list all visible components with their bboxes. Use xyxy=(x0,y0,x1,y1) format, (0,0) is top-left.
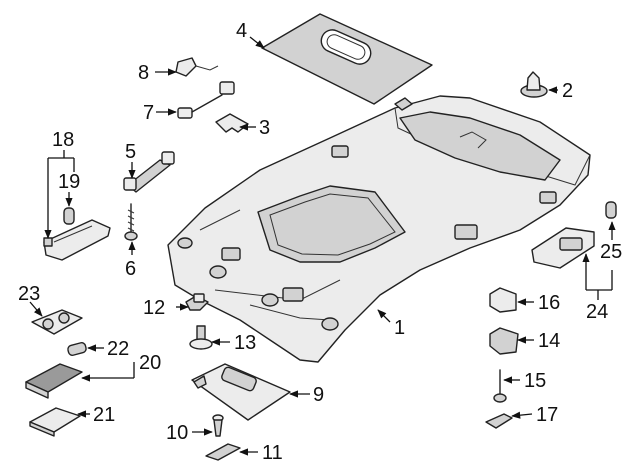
bulb-19 xyxy=(63,207,75,225)
bulb-25 xyxy=(605,201,617,219)
callout-23: 23 xyxy=(18,283,40,305)
lamp-lens-23 xyxy=(31,309,83,335)
callout-14: 14 xyxy=(538,330,560,352)
leader-lines xyxy=(29,36,616,456)
callout-9: 9 xyxy=(313,384,324,406)
callout-1: 1 xyxy=(394,317,405,339)
bracket-16 xyxy=(489,287,517,313)
headliner-panel xyxy=(167,95,591,363)
clip-2 xyxy=(520,71,548,98)
lamp-assembly-24 xyxy=(531,227,595,269)
bracket-3 xyxy=(215,113,249,133)
callout-15: 15 xyxy=(524,370,546,392)
callout-22: 22 xyxy=(107,338,129,360)
callout-13: 13 xyxy=(234,332,256,354)
wire-clip-8 xyxy=(175,57,219,77)
callout-3: 3 xyxy=(259,117,270,139)
callout-7: 7 xyxy=(143,102,154,124)
bulb-22 xyxy=(67,342,87,356)
map-lamp-18 xyxy=(43,219,111,261)
screw-10 xyxy=(212,414,224,437)
callout-16: 16 xyxy=(538,292,560,314)
screw-6 xyxy=(124,203,138,241)
callout-10: 10 xyxy=(166,422,188,444)
cap-17 xyxy=(485,413,513,429)
callout-11: 11 xyxy=(262,442,283,464)
callout-25: 25 xyxy=(600,241,622,263)
callout-12: 12 xyxy=(143,297,165,319)
sun-visor-9 xyxy=(191,363,291,421)
headliner-pad xyxy=(261,13,433,105)
callout-20: 20 xyxy=(139,352,161,374)
callout-24: 24 xyxy=(586,301,608,323)
callout-2: 2 xyxy=(562,80,573,102)
push-pin-13 xyxy=(189,325,213,350)
cover-11 xyxy=(205,443,241,461)
callout-4: 4 xyxy=(236,20,247,42)
callout-18: 18 xyxy=(52,129,74,151)
callout-6: 6 xyxy=(125,258,136,280)
callout-5: 5 xyxy=(125,141,136,163)
bracket-14 xyxy=(489,327,519,355)
dome-lamp-20 xyxy=(25,363,83,399)
callout-17: 17 xyxy=(536,404,558,426)
wire-harness-7 xyxy=(177,81,235,119)
callout-21: 21 xyxy=(93,404,115,426)
callout-8: 8 xyxy=(138,62,149,84)
clip-12 xyxy=(185,293,209,311)
callout-labels: 1 2 3 4 5 6 7 8 9 10 11 12 13 14 15 16 1… xyxy=(18,20,622,464)
screw-15 xyxy=(493,369,507,403)
callout-19: 19 xyxy=(58,171,80,193)
lamp-housing-21 xyxy=(29,407,81,437)
